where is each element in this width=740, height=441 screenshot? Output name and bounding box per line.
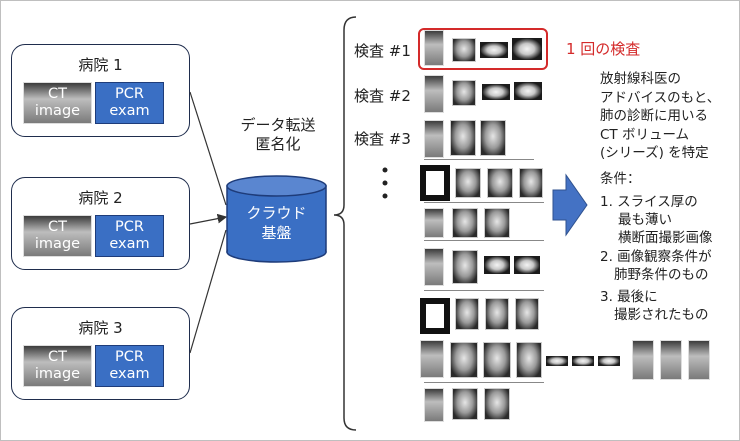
ct-thumb <box>452 208 478 238</box>
ct-thumb <box>452 38 476 62</box>
condition-3-line-1: 3. 最後に <box>600 289 658 305</box>
hospital-3-pcr-exam: PCR exam <box>95 345 164 387</box>
transfer-label-line-2: 匿名化 <box>255 135 301 153</box>
ct-thumb <box>516 342 542 378</box>
ct-thumb <box>455 298 479 330</box>
ct-thumb <box>660 340 682 380</box>
ct-thumb <box>485 298 509 330</box>
ct-thumb <box>420 165 450 201</box>
arrow-hospital-1 <box>189 91 227 206</box>
description-block: 放射線科医の アドバイスのもと、 肺の診断に用いる CT ボリューム (シリーズ… <box>600 70 720 163</box>
ct-thumb <box>546 356 568 366</box>
hospital-2-box: 病院 2 CT image PCR exam <box>11 177 190 270</box>
ct-thumb <box>484 256 510 274</box>
ct-thumb <box>598 356 620 366</box>
condition-1-line-1: 1. スライス厚の <box>600 194 698 210</box>
cloud-label-line-1: クラウド <box>246 204 307 222</box>
ct-thumb <box>572 356 594 366</box>
dot-1 <box>382 167 388 173</box>
hospital-2-ct-image: CT image <box>23 215 92 257</box>
ct-thumb <box>484 208 510 238</box>
ct-thumb <box>519 168 543 198</box>
ct-thumb <box>515 298 539 330</box>
condition-3-line-2: 撮影されたもの <box>614 307 709 323</box>
condition-title: 条件： <box>600 171 641 187</box>
condition-1: 1. スライス厚の 最も薄い 横断面撮影画像 <box>600 193 713 247</box>
ct-thumb <box>632 340 654 380</box>
ct-thumb <box>480 42 508 58</box>
desc-line-5: (シリーズ) を特定 <box>600 145 709 161</box>
ct-thumb <box>512 38 542 60</box>
ct-thumb <box>424 388 444 422</box>
transfer-label: データ転送 匿名化 <box>228 116 328 154</box>
arrow-hospital-2 <box>189 213 228 225</box>
dot-2 <box>382 180 388 186</box>
desc-line-4: CT ボリューム <box>600 126 690 143</box>
exam-highlight-box <box>418 28 548 70</box>
thumb-caption <box>424 202 544 203</box>
ct-thumb <box>480 120 506 156</box>
desc-line-3: 肺の診断に用いる <box>600 108 708 124</box>
ct-thumb <box>487 168 513 198</box>
ct-thumb <box>424 75 444 113</box>
arrow-hospital-3 <box>189 229 227 354</box>
hospital-3-ct-image: CT image <box>23 345 92 387</box>
exam-1-label: 検査 #1 <box>354 42 411 60</box>
big-right-arrow-icon <box>552 173 588 237</box>
desc-line-2: アドバイスのもと、 <box>600 89 721 106</box>
condition-3: 3. 最後に 撮影されたもの <box>600 288 709 324</box>
ct-thumb <box>452 388 478 420</box>
exam-2-label: 検査 #2 <box>354 87 411 105</box>
ct-thumb <box>420 340 444 378</box>
ct-thumb <box>424 120 444 158</box>
thumb-caption <box>424 290 544 291</box>
cloud-label: クラウド 基盤 <box>227 203 326 243</box>
hospital-1-ct-image: CT image <box>23 82 92 124</box>
hospital-3-name: 病院 3 <box>78 319 123 337</box>
hospital-1-name: 病院 1 <box>78 56 123 74</box>
hospital-2-pcr-exam: PCR exam <box>95 215 164 257</box>
condition-1-line-2: 最も薄い <box>618 212 672 228</box>
transfer-label-line-1: データ転送 <box>240 116 316 134</box>
ct-thumb <box>420 298 450 334</box>
hospital-3-box: 病院 3 CT image PCR exam <box>11 307 190 400</box>
dot-3 <box>382 193 388 199</box>
bracket-shape <box>333 16 357 431</box>
ct-thumb <box>424 248 444 286</box>
hospital-1-pcr-exam: PCR exam <box>95 82 164 124</box>
condition-2-line-1: 2. 画像観察条件が <box>600 249 712 265</box>
exam-highlight-label: 1 回の検査 <box>566 40 641 58</box>
ct-thumb <box>514 256 540 274</box>
ct-thumb <box>455 168 481 198</box>
ct-thumb <box>514 82 542 100</box>
ct-thumb <box>482 84 510 100</box>
cloud-label-line-2: 基盤 <box>261 224 292 242</box>
condition-2: 2. 画像観察条件が 肺野条件のもの <box>600 248 712 284</box>
hospital-1-box: 病院 1 CT image PCR exam <box>11 44 190 137</box>
condition-2-line-2: 肺野条件のもの <box>614 267 709 283</box>
ct-thumb <box>452 80 476 106</box>
ct-thumb <box>450 342 478 378</box>
ct-thumb <box>483 342 511 378</box>
condition-1-line-3: 横断面撮影画像 <box>618 230 713 246</box>
ct-thumb <box>424 208 444 238</box>
ct-thumb <box>688 340 710 380</box>
thumb-caption <box>424 240 544 241</box>
ct-thumb <box>450 120 476 156</box>
hospital-2-name: 病院 2 <box>78 189 123 207</box>
exam-3-label: 検査 #3 <box>354 130 411 148</box>
cloud-cylinder-icon <box>226 175 327 263</box>
thumb-caption <box>424 159 534 160</box>
ct-thumb <box>424 30 444 66</box>
desc-line-1: 放射線科医の <box>600 71 681 87</box>
ct-thumb <box>452 250 478 284</box>
ct-thumb <box>484 388 510 420</box>
thumb-caption <box>424 382 544 383</box>
